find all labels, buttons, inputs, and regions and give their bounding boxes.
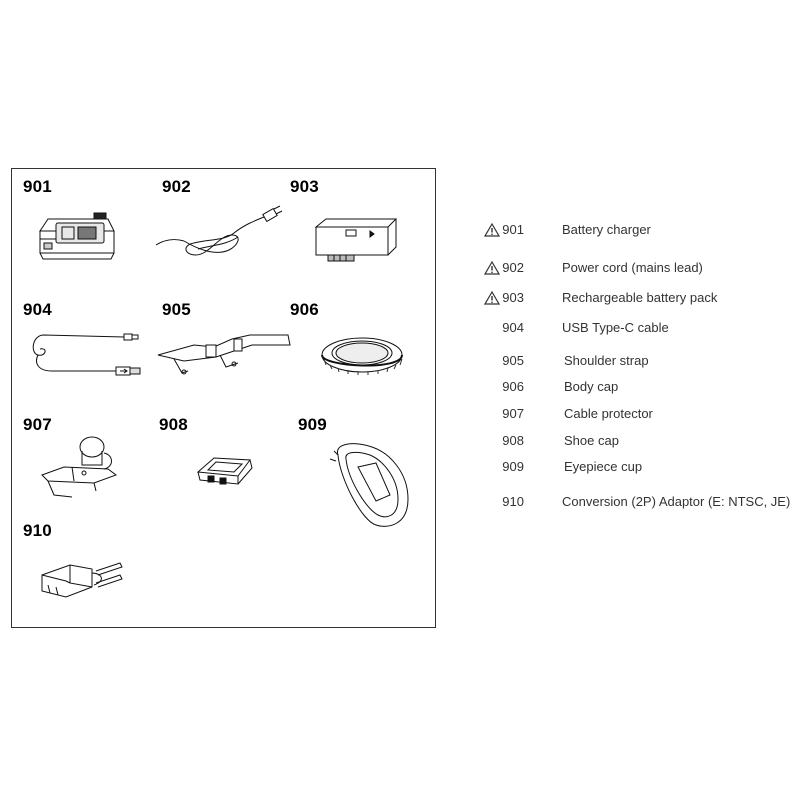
shoe-cap-illustration [190,452,260,492]
parts-illustration-panel: 901 902 903 904 905 906 907 908 909 910 [11,168,436,628]
part-number-907: 907 [23,415,52,434]
legend-row-905: 905 Shoulder strap [0,353,800,373]
legend-code: 907 [502,406,524,421]
part-number-908: 908 [159,415,188,434]
legend-row-903: 903 Rechargeable battery pack [0,290,800,310]
legend-row-907: 907 Cable protector [0,406,800,426]
legend-code: 908 [502,433,524,448]
legend-code: 903 [502,290,524,305]
legend-label: Shoe cap [564,433,619,448]
legend-row-902: 902 Power cord (mains lead) [0,260,800,280]
legend-row-904: 904 USB Type-C cable [0,320,800,340]
warning-triangle-icon [484,261,500,275]
legend-code: 909 [502,459,524,474]
legend-code: 901 [502,222,524,237]
body-cap-illustration [318,335,408,375]
part-number-903: 903 [290,177,319,196]
legend-label: Conversion (2P) Adaptor (E: NTSC, JE) [562,494,791,509]
cable-protector-illustration [34,431,124,501]
usb-type-c-cable-illustration [24,331,144,376]
part-number-910: 910 [23,521,52,540]
warning-triangle-icon [484,223,500,237]
legend-code: 910 [502,494,524,509]
legend-code: 905 [502,353,524,368]
legend-row-901: 901 Battery charger [0,222,800,242]
part-number-909: 909 [298,415,327,434]
conversion-adaptor-illustration [36,553,126,603]
part-number-905: 905 [162,300,191,319]
legend-label: USB Type-C cable [562,320,669,335]
legend-label: Shoulder strap [564,353,649,368]
part-number-902: 902 [162,177,191,196]
power-cord-illustration [154,205,284,265]
legend-code: 902 [502,260,524,275]
legend-label: Cable protector [564,406,653,421]
legend-label: Power cord (mains lead) [562,260,703,275]
legend-row-909: 909 Eyepiece cup [0,459,800,479]
legend-label: Body cap [564,379,619,394]
part-number-906: 906 [290,300,319,319]
legend-label: Eyepiece cup [564,459,643,474]
eyepiece-cup-illustration [328,439,413,534]
legend-label: Rechargeable battery pack [562,290,718,305]
shoulder-strap-illustration [154,327,294,377]
part-number-904: 904 [23,300,52,319]
legend-code: 906 [502,379,524,394]
legend-label: Battery charger [562,222,651,237]
legend-code: 904 [502,320,524,335]
legend-row-910: 910 Conversion (2P) Adaptor (E: NTSC, JE… [0,494,800,514]
legend-row-906: 906 Body cap [0,379,800,399]
battery-charger-illustration [34,209,119,264]
part-number-901: 901 [23,177,52,196]
legend-row-908: 908 Shoe cap [0,433,800,453]
battery-pack-illustration [312,215,402,265]
warning-triangle-icon [484,291,500,305]
